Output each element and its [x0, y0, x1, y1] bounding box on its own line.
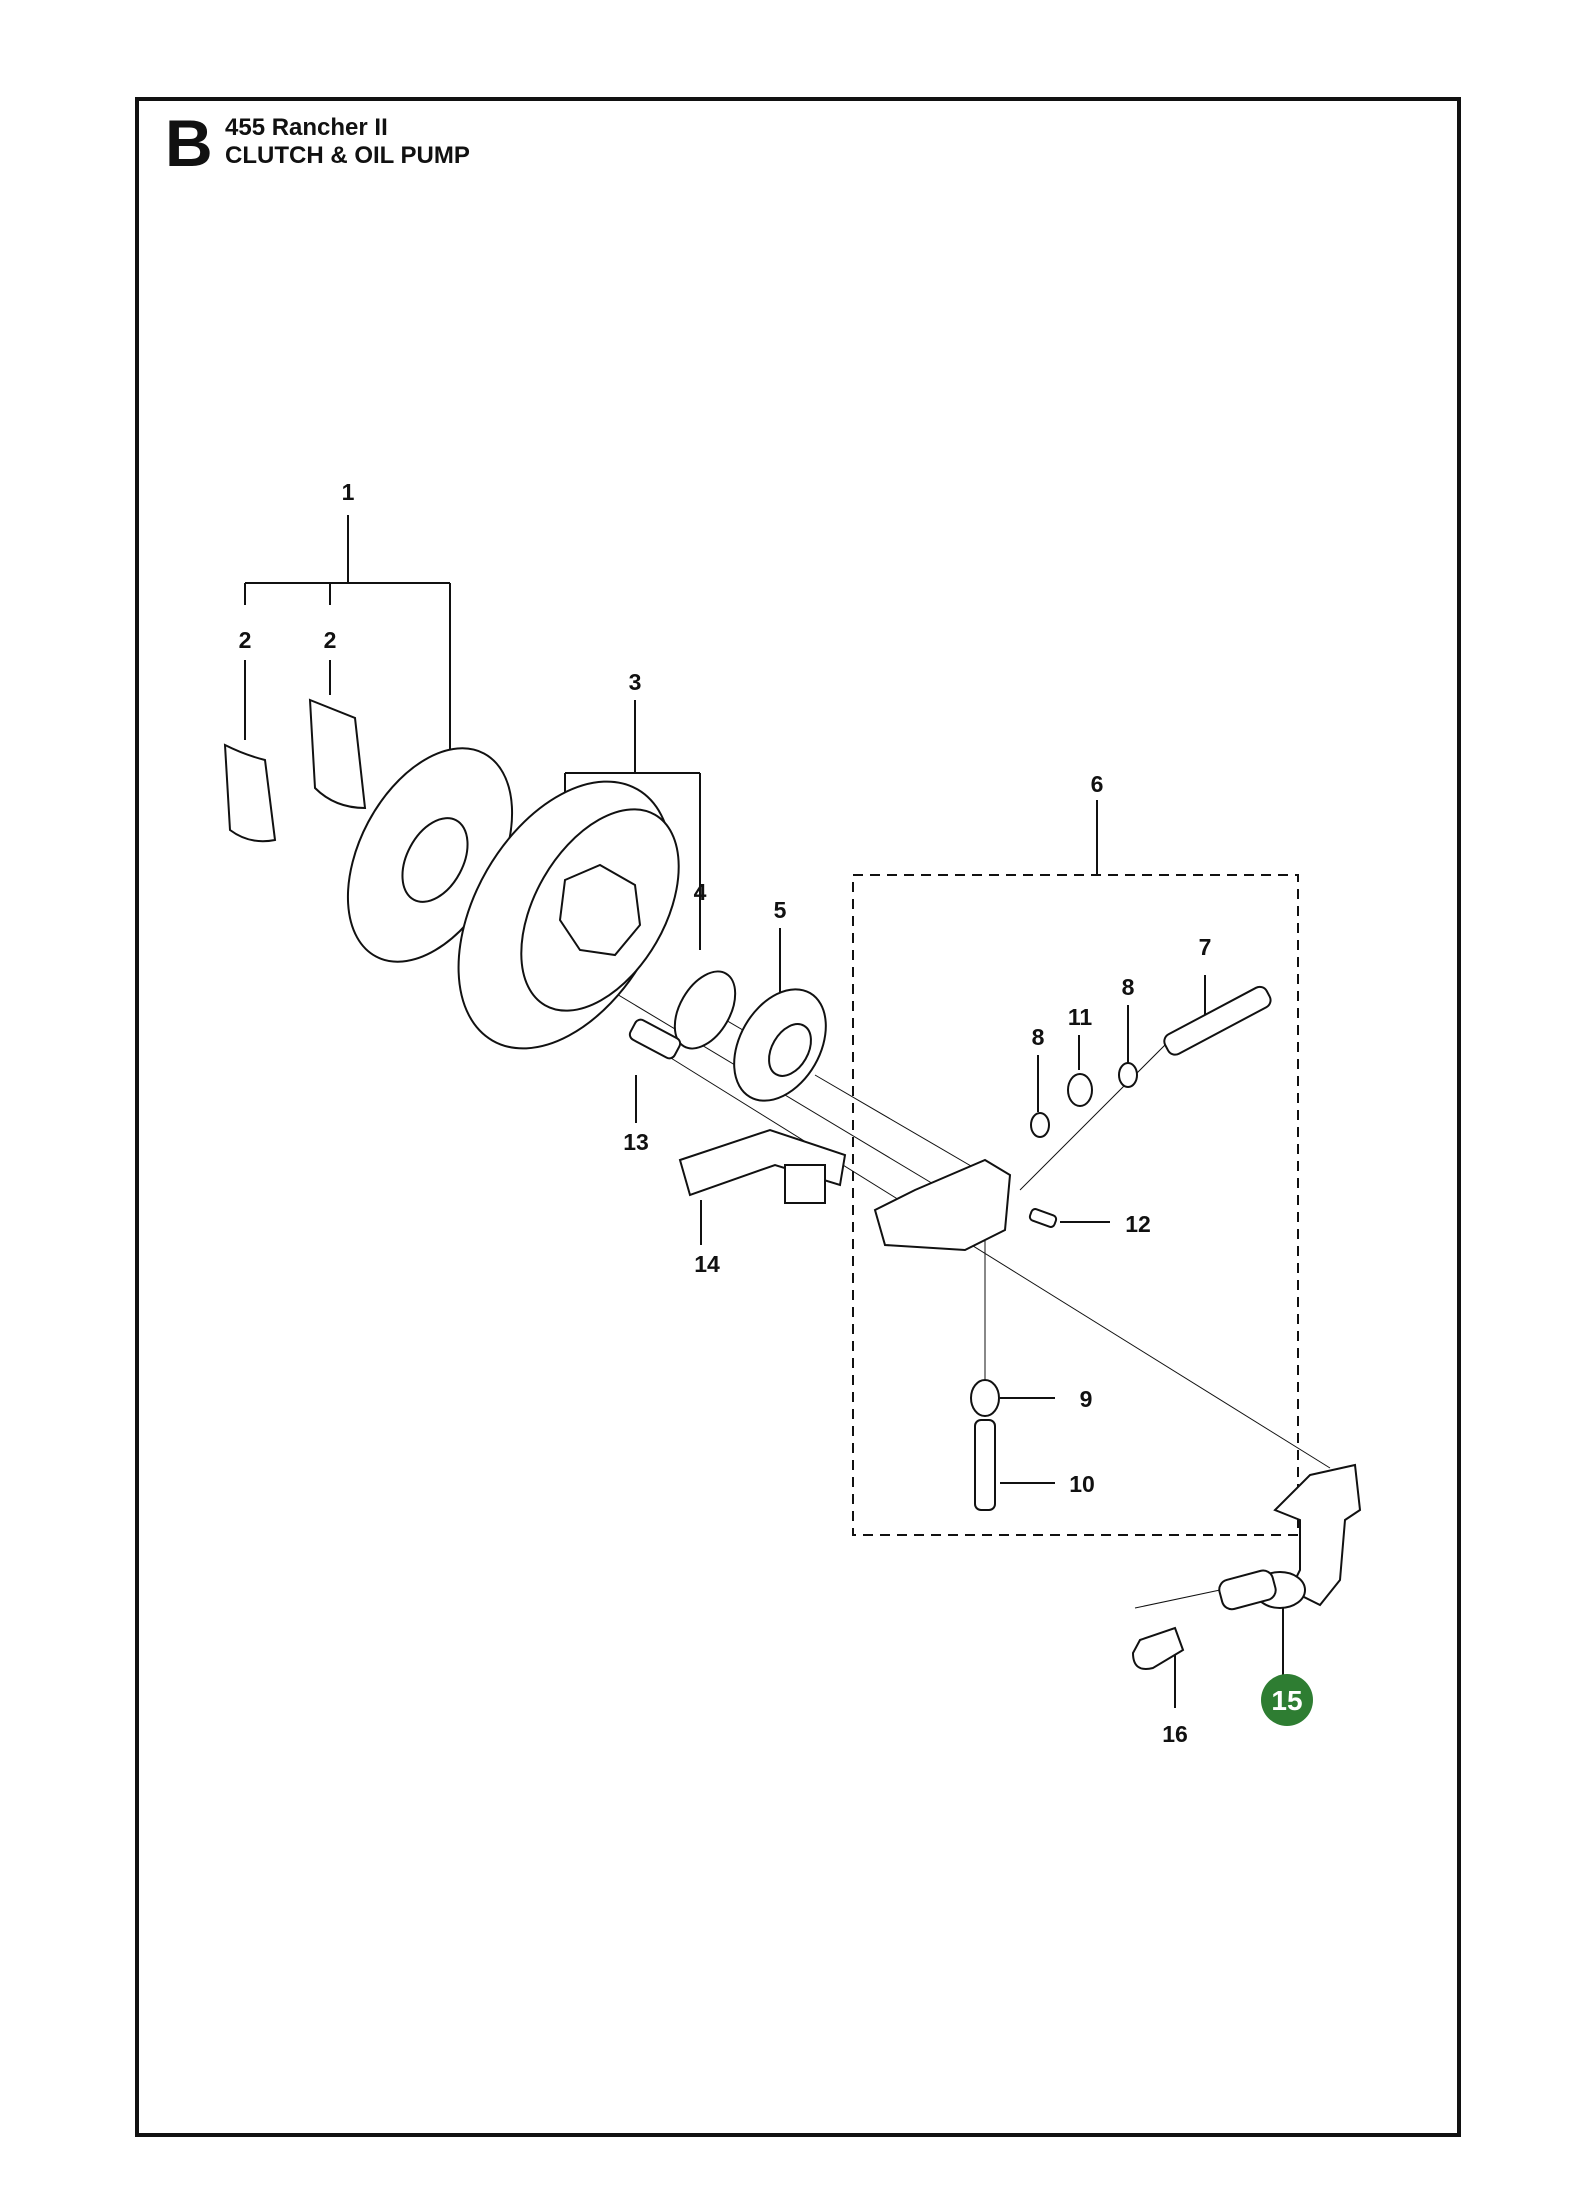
- spring-part: [1067, 1073, 1093, 1107]
- callout-13: 13: [623, 1129, 649, 1155]
- callout-11: 11: [1068, 1004, 1093, 1030]
- callout-8b: 8: [1122, 974, 1135, 1000]
- clutch-spring-part: [223, 743, 277, 843]
- callout-6: 6: [1091, 771, 1104, 797]
- oil-pump-body-part: [873, 1158, 1012, 1252]
- callout-7: 7: [1199, 934, 1212, 960]
- pump-piston-part: [1163, 985, 1272, 1056]
- axis-line-5: [814, 1074, 996, 1181]
- plunger-part: [974, 1419, 996, 1511]
- callout-9: 9: [1080, 1386, 1093, 1412]
- oil-pump-lever-part: [678, 1128, 847, 1197]
- needle-bearing-part: [673, 970, 737, 1050]
- callout-12: 12: [1125, 1211, 1151, 1237]
- callout-1: 1: [342, 479, 355, 505]
- callout-2b: 2: [324, 627, 337, 653]
- callout-2a: 2: [239, 627, 252, 653]
- callout-16: 16: [1162, 1721, 1188, 1747]
- nozzle-part: [1131, 1626, 1185, 1670]
- callout-3: 3: [629, 669, 642, 695]
- axis-line-13: [649, 1044, 1331, 1469]
- o-ring-part-2: [1118, 1062, 1138, 1088]
- callout-10: 10: [1069, 1471, 1095, 1497]
- callout-5: 5: [774, 897, 787, 923]
- pump-drive-worm-hole: [768, 1023, 812, 1077]
- clutch-spring-part-2: [308, 698, 367, 810]
- diagram-title: CLUTCH & OIL PUMP: [225, 142, 470, 169]
- axis-line-16: [1134, 1589, 1221, 1609]
- highlight-badge: [1261, 1674, 1313, 1726]
- oil-hose-part: [1273, 1463, 1362, 1607]
- oil-filter-part: [1218, 1569, 1277, 1611]
- callout-14: 14: [694, 1251, 720, 1277]
- o-ring-part: [1030, 1112, 1050, 1138]
- callout-4: 4: [694, 879, 707, 905]
- lever-end-part: [784, 1164, 826, 1204]
- drum-sprocket-part: [558, 863, 642, 957]
- pump-kit-box: [852, 874, 1299, 1536]
- section-letter: B: [165, 106, 213, 180]
- diagram-frame: [135, 97, 1461, 2137]
- screw-part: [628, 1018, 682, 1060]
- callout-8a: 8: [1032, 1024, 1045, 1050]
- model-name: 455 Rancher II: [225, 114, 388, 141]
- clutch-hub-part: [401, 817, 469, 903]
- valve-spring-part: [970, 1379, 1000, 1417]
- callout-15: 15: [1271, 1685, 1302, 1716]
- axis-line-7: [1019, 1029, 1181, 1191]
- pin-part: [1028, 1208, 1058, 1228]
